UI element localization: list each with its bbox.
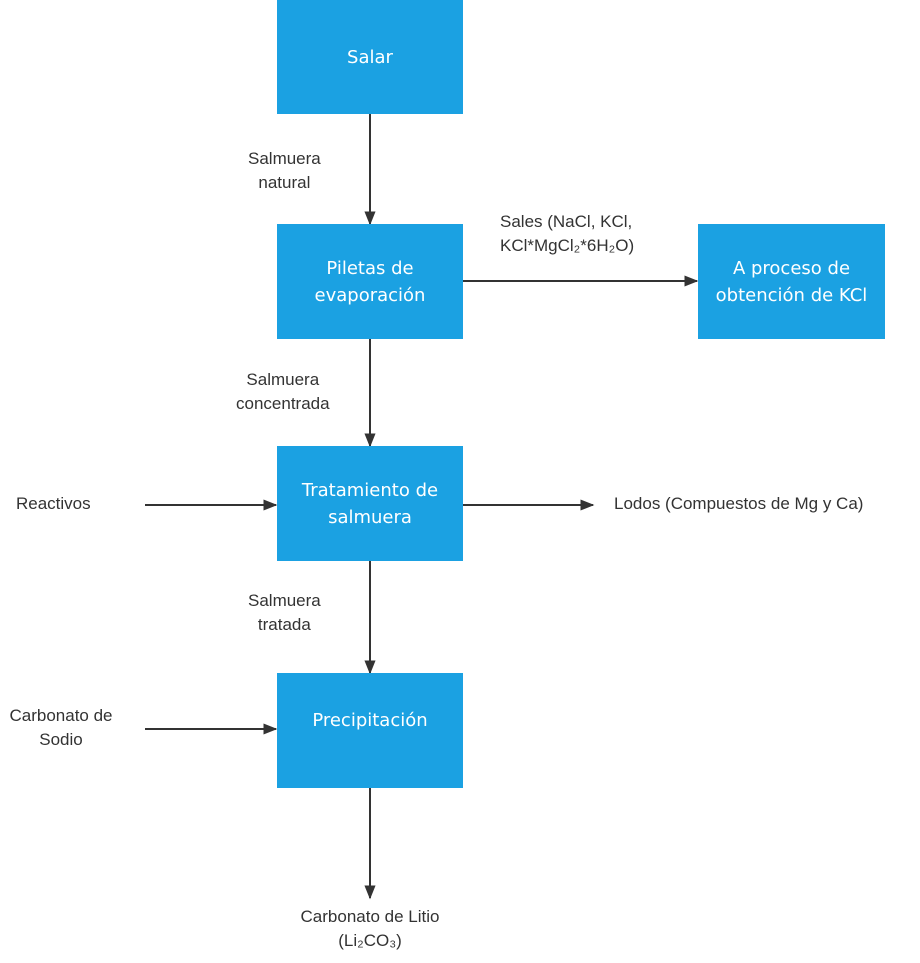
label-salmuera-tratada-line-2: tratada (257, 615, 311, 634)
node-kcl-line-1: A proceso de (732, 257, 851, 279)
node-kcl-line-2: obtención de KCl (715, 284, 868, 306)
label-salmuera-natural-line-1: Salmuera (248, 149, 321, 168)
label-sales: Sales (NaCl, KCl, KCl*MgCl₂*6H₂O) (500, 210, 634, 258)
node-tratamiento-line-2: salmuera (328, 506, 412, 528)
label-lodos-line-1: Lodos (Compuestos de Mg y Ca) (614, 494, 864, 513)
label-salmuera-natural: Salmuera natural (248, 147, 321, 195)
label-lodos: Lodos (Compuestos de Mg y Ca) (614, 492, 863, 516)
node-salar-line-1: Salar (347, 46, 393, 68)
label-carbonato-de-litio: Carbonato de Litio (Li₂CO₃) (270, 905, 470, 953)
node-tratamiento-line-1: Tratamiento de (301, 479, 439, 501)
label-salmuera-concentrada-line-2: concentrada (236, 394, 330, 413)
label-carbonato-sodio-line-2: Sodio (39, 730, 83, 749)
node-proceso-kcl: A proceso de obtención de KCl (698, 224, 885, 339)
node-piletas-line-2: evaporación (314, 284, 426, 306)
label-reactivos-line-1: Reactivos (16, 494, 91, 513)
node-precipitacion-line-1: Precipitación (312, 710, 428, 731)
label-sales-line-1: Sales (NaCl, KCl, (500, 212, 633, 231)
label-salmuera-natural-line-2: natural (258, 173, 311, 192)
label-carbonato-litio-line-2: (Li₂CO₃) (338, 931, 402, 950)
node-piletas-de-evaporacion: Piletas de evaporación (277, 224, 463, 339)
label-salmuera-concentrada-line-1: Salmuera (246, 370, 320, 389)
label-reactivos: Reactivos (16, 492, 91, 516)
label-sales-line-2: KCl*MgCl₂*6H₂O) (500, 236, 635, 255)
label-carbonato-de-sodio: Carbonato de Sodio (0, 704, 122, 752)
label-carbonato-litio-line-1: Carbonato de Litio (300, 907, 440, 926)
node-tratamiento-de-salmuera: Tratamiento de salmuera (277, 446, 463, 561)
node-salar: Salar (277, 0, 463, 114)
label-salmuera-tratada-line-1: Salmuera (248, 591, 321, 610)
label-salmuera-concentrada: Salmuera concentrada (236, 368, 330, 416)
node-piletas-line-1: Piletas de (326, 257, 414, 279)
node-precipitacion: Precipitación (277, 673, 463, 788)
label-carbonato-sodio-line-1: Carbonato de (9, 706, 113, 725)
label-salmuera-tratada: Salmuera tratada (248, 589, 321, 637)
